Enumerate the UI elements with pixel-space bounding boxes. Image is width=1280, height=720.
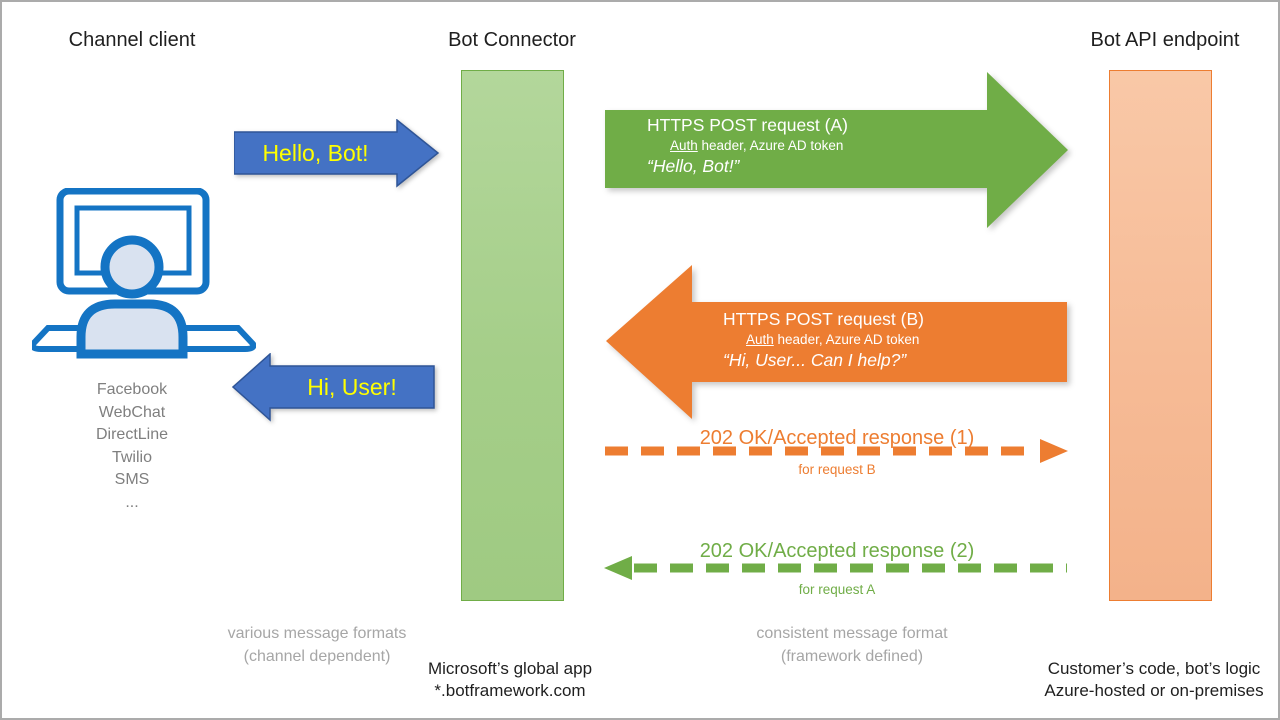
caption-line: (channel dependent) — [243, 648, 391, 665]
response-2-sub: for request A — [798, 582, 876, 597]
request-a-message: “Hello, Bot!” — [647, 156, 740, 176]
channel-item: Facebook — [96, 381, 168, 398]
caption-line: (framework defined) — [780, 648, 924, 665]
response-1-sub: for request B — [798, 462, 876, 477]
https-post-request-a-text: HTTPS POST request (A) Auth header, Azur… — [647, 114, 848, 178]
response-2-dashed-arrow — [604, 556, 1067, 580]
channel-item: SMS — [114, 471, 150, 488]
channel-list: Facebook WebChat DirectLine Twilio SMS .… — [57, 379, 207, 514]
bot-connector-title: Bot Connector — [448, 29, 576, 51]
hello-bot-arrow-label: Hello, Bot! — [262, 139, 369, 166]
bot-connector-caption: Microsoft’s global app *.botframework.co… — [410, 658, 610, 702]
caption-line: consistent message format — [756, 625, 948, 642]
channel-client-title: Channel client — [68, 29, 196, 51]
response-1-label: 202 OK/Accepted response (1) — [699, 427, 975, 449]
hi-user-arrow-label: Hi, User! — [307, 373, 397, 400]
channel-item: WebChat — [98, 403, 166, 421]
request-a-title: HTTPS POST request (A) — [647, 115, 848, 135]
auth-rest: header, Azure AD token — [697, 138, 844, 153]
caption-line: Microsoft’s global app — [427, 659, 593, 678]
caption-line: various message formats — [227, 625, 407, 642]
channel-item: Twilio — [111, 448, 152, 466]
hello-bot-arrow — [234, 119, 440, 188]
https-post-request-a-arrow — [605, 72, 1068, 228]
user-at-computer-icon — [32, 188, 256, 359]
https-post-request-b-arrow — [606, 265, 1067, 419]
framework-format-caption: consistent message format (framework def… — [747, 622, 957, 668]
caption-line: *.botframework.com — [434, 681, 586, 700]
response-2-label: 202 OK/Accepted response (2) — [699, 540, 975, 562]
request-b-title: HTTPS POST request (B) — [723, 309, 924, 329]
channel-item: ... — [125, 493, 139, 511]
auth-underlined: Auth — [746, 332, 774, 347]
auth-underlined: Auth — [670, 138, 698, 153]
channel-client-caption: various message formats (channel depende… — [212, 622, 422, 668]
request-b-auth-line: Auth header, Azure AD token — [746, 330, 924, 349]
https-post-request-b-text: HTTPS POST request (B) Auth header, Azur… — [723, 308, 924, 372]
bot-api-caption: Customer’s code, bot’s logic Azure-hoste… — [1034, 658, 1274, 702]
bot-connector-bar — [461, 70, 564, 601]
caption-line: Customer’s code, bot’s logic — [1047, 659, 1261, 678]
request-b-message: “Hi, User... Can I help?” — [723, 350, 907, 370]
channel-item: DirectLine — [95, 426, 169, 443]
hi-user-arrow — [232, 353, 435, 422]
caption-line: Azure-hosted or on-premises — [1044, 681, 1264, 700]
bot-api-endpoint-bar — [1109, 70, 1212, 601]
request-a-auth-line: Auth header, Azure AD token — [670, 136, 848, 155]
response-1-dashed-arrow — [605, 439, 1068, 463]
bot-api-endpoint-title: Bot API endpoint — [1090, 29, 1240, 51]
auth-rest: header, Azure AD token — [773, 332, 920, 347]
